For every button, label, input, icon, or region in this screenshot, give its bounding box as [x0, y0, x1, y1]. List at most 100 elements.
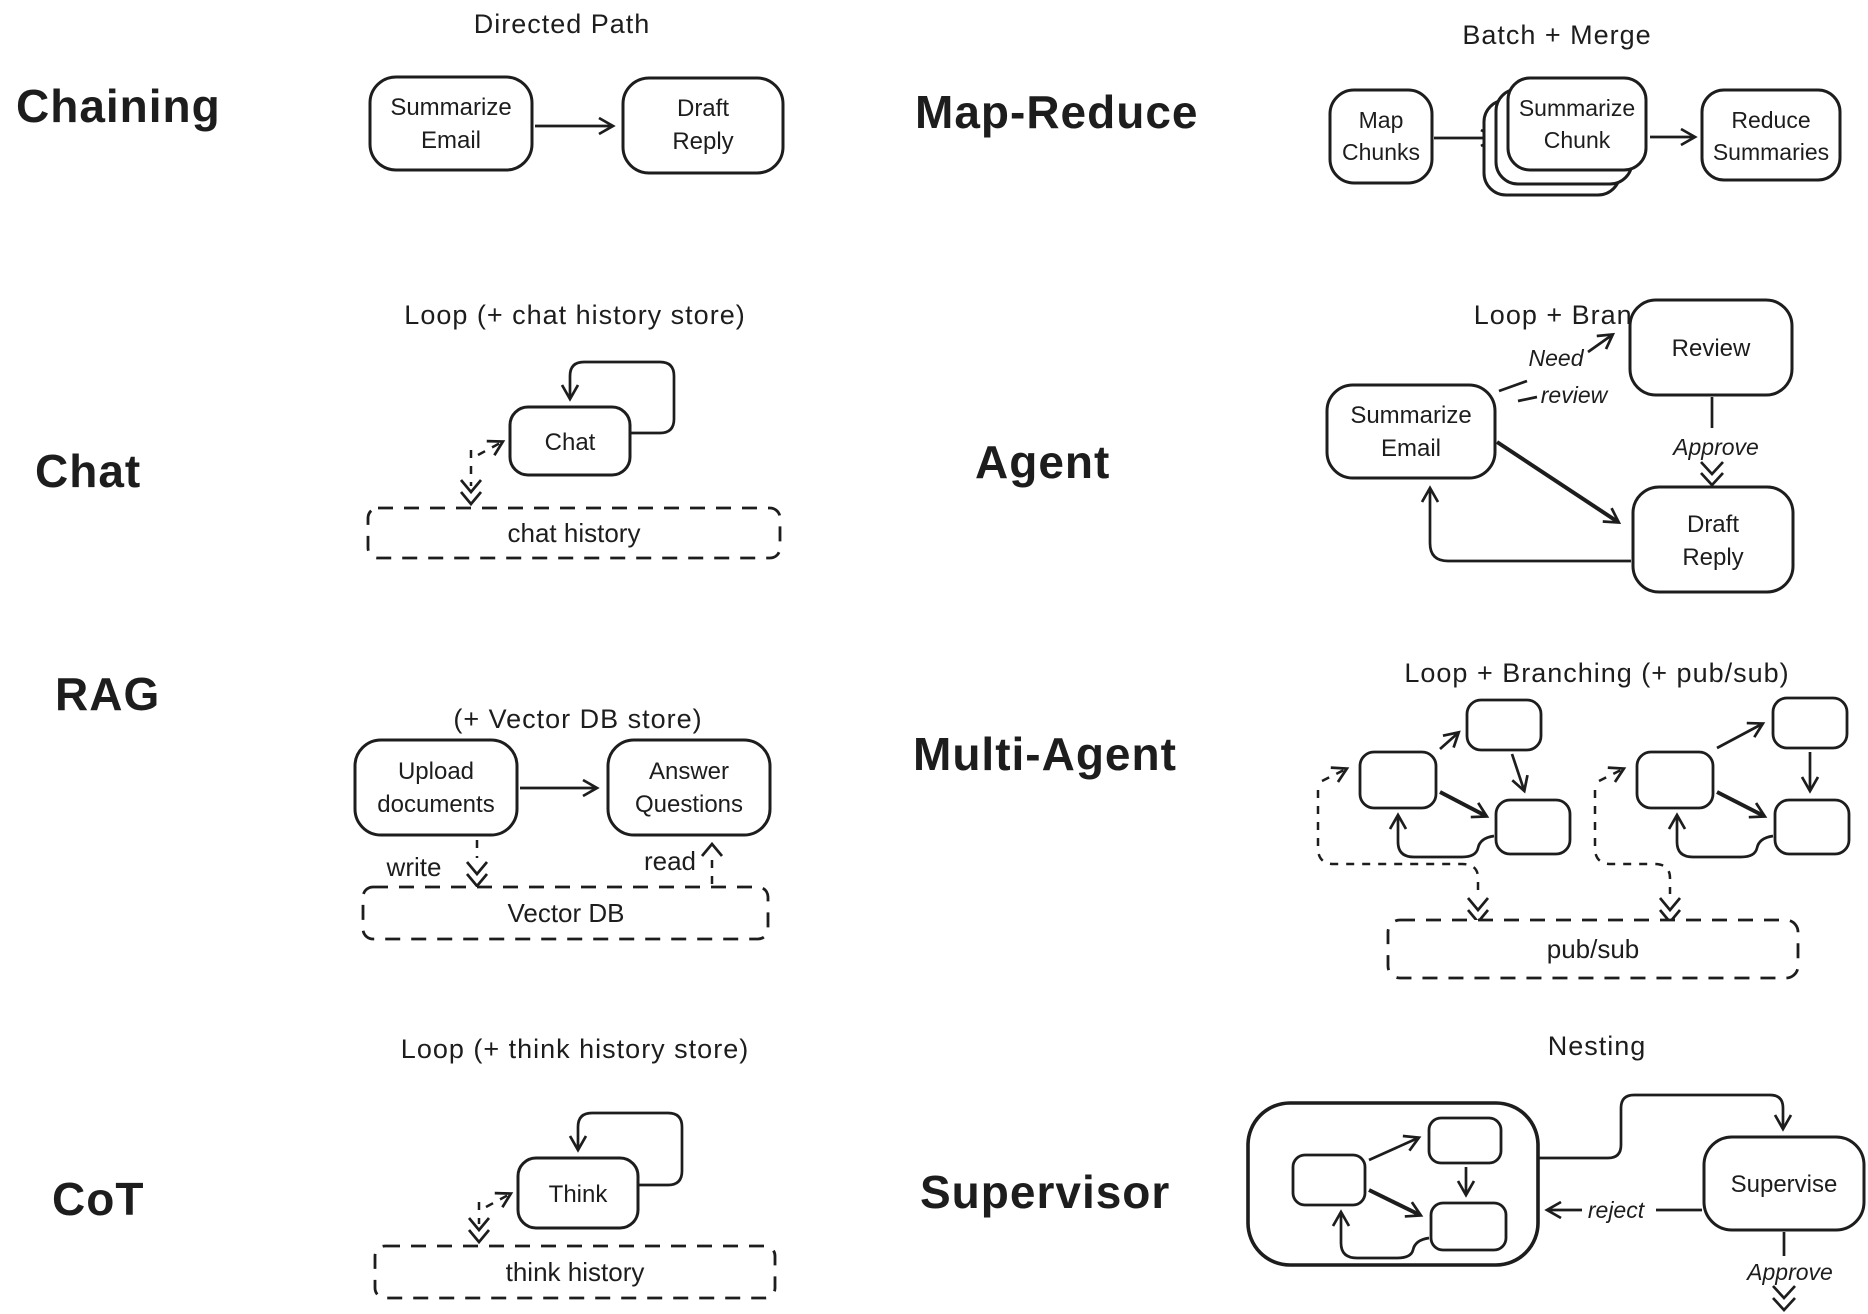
- cluster1-arrow-left-to-top: [1439, 730, 1461, 751]
- map-reduce-label: Map-Reduce: [915, 86, 1198, 138]
- map-reduce-section: Map-Reduce Batch + Merge Map Chunks Summ…: [915, 20, 1842, 197]
- arrow-summarize-to-draft-agent: [1495, 440, 1622, 525]
- think-node: [516, 1156, 640, 1230]
- map-chunks-node: [1328, 88, 1434, 185]
- supervisor-title: Nesting: [1548, 1031, 1647, 1061]
- agent-draft-reply-line2: Reply: [1682, 544, 1743, 571]
- need-review-label-line1: Need: [1529, 345, 1585, 371]
- chat-node: [508, 405, 632, 477]
- chat-store-write-chevron-2: [459, 491, 483, 507]
- arrow-draft-back-to-summarize: [1420, 485, 1631, 563]
- map-reduce-title: Batch + Merge: [1462, 20, 1651, 50]
- cot-section: CoT Loop (+ think history store) Think t…: [52, 1034, 777, 1300]
- chaining-label: Chaining: [16, 80, 221, 132]
- chat-history-store: [366, 506, 782, 560]
- supervise-node: [1702, 1135, 1866, 1232]
- cluster2-left-node: [1635, 750, 1715, 810]
- cluster1-pubsub-chevron-1: [1466, 897, 1490, 913]
- upload-documents-line1: Upload: [398, 758, 474, 785]
- cluster2-bottom-node: [1773, 798, 1851, 856]
- supervise-node-text: Supervise: [1731, 1171, 1838, 1198]
- cluster1-loop-back-arrow: [1388, 812, 1495, 859]
- think-node-text: Think: [549, 1181, 609, 1208]
- answer-questions-line1: Answer: [649, 758, 729, 785]
- summarize-chunk-node: [1506, 76, 1648, 172]
- think-store-write-chevron-1: [467, 1217, 491, 1233]
- multi-agent-label: Multi-Agent: [913, 728, 1177, 780]
- agent-label: Agent: [975, 436, 1110, 488]
- reduce-summaries-node: [1700, 88, 1842, 182]
- chat-store-write-chevron-1: [459, 479, 483, 495]
- nested-loop-back-arrow: [1331, 1209, 1430, 1260]
- rag-section: RAG (+ Vector DB store) Upload documents…: [55, 668, 772, 941]
- cluster1-bottom-node: [1494, 798, 1572, 856]
- cluster2-pubsub-line: [1593, 790, 1672, 894]
- chat-section: Chat Loop (+ chat history store) Chat ch…: [35, 300, 782, 560]
- multi-agent-section: Multi-Agent Loop + Branching (+ pub/sub): [913, 658, 1851, 980]
- approve-chevron-2: [1700, 472, 1724, 487]
- agent-review-node: [1628, 298, 1794, 397]
- agent-summarize-email-node: [1325, 383, 1497, 480]
- need-review-label-line2: review: [1541, 382, 1609, 408]
- answer-questions-node: [606, 738, 772, 837]
- nested-left-node: [1291, 1153, 1367, 1207]
- chat-self-loop-arrow: [560, 360, 676, 435]
- summarize-email-node: [368, 75, 534, 172]
- rag-label: RAG: [55, 668, 160, 720]
- approve-chevron-1: [1700, 461, 1724, 476]
- agent-summarize-email-line2: Email: [1381, 435, 1441, 462]
- think-store-read-arrow: [485, 1191, 514, 1209]
- vector-db-store-text: Vector DB: [507, 898, 624, 928]
- nested-top-node: [1427, 1116, 1503, 1165]
- reduce-summaries-line1: Reduce: [1731, 107, 1810, 133]
- supervisor-label: Supervisor: [920, 1166, 1170, 1218]
- cluster2-loop-back-arrow: [1667, 812, 1774, 859]
- chat-label: Chat: [35, 445, 141, 497]
- reduce-summaries-line2: Summaries: [1713, 139, 1829, 165]
- cot-title: Loop (+ think history store): [401, 1034, 749, 1064]
- chaining-section: Chaining Directed Path Summarize Email D…: [16, 9, 785, 175]
- upload-documents-line2: documents: [377, 791, 494, 818]
- cluster1-top-node: [1465, 698, 1543, 752]
- summarize-email-line2: Email: [421, 127, 481, 154]
- draft-reply-line2: Reply: [672, 128, 733, 155]
- multi-agent-cluster-1: [1316, 698, 1572, 925]
- map-chunks-line2: Chunks: [1342, 139, 1420, 165]
- multi-agent-cluster-2: [1593, 696, 1851, 925]
- agent-draft-reply-node: [1631, 485, 1795, 594]
- chat-title: Loop (+ chat history store): [404, 300, 745, 330]
- answer-questions-line2: Questions: [635, 791, 743, 818]
- supervisor-approve-chevron-2: [1772, 1297, 1796, 1312]
- think-store-write-chevron-2: [467, 1229, 491, 1245]
- chaining-title: Directed Path: [474, 9, 651, 39]
- write-label: write: [386, 852, 442, 882]
- agent-review-text: Review: [1672, 335, 1751, 362]
- need-review-arrow-dash: [1517, 395, 1538, 403]
- chat-node-text: Chat: [545, 429, 596, 456]
- think-history-store-text: think history: [506, 1257, 645, 1287]
- nested-arrow-left-to-bottom: [1368, 1188, 1424, 1218]
- draft-reply-node: [621, 76, 785, 175]
- agent-section: Agent Loop + Branching Review Summarize …: [975, 298, 1795, 594]
- draft-reply-line1: Draft: [677, 95, 729, 122]
- need-review-arrowhead: [1587, 332, 1616, 354]
- nested-bottom-node: [1429, 1201, 1508, 1252]
- think-history-store: [373, 1244, 777, 1300]
- approve-label: Approve: [1671, 434, 1759, 460]
- cluster2-arrow-left-to-top: [1716, 721, 1766, 750]
- cluster2-entry-arrow: [1598, 766, 1627, 783]
- cluster2-pubsub-chevron-1: [1658, 897, 1682, 913]
- need-review-arrow-stub: [1498, 379, 1528, 393]
- summarize-chunk-line2: Chunk: [1544, 127, 1611, 153]
- cluster2-arrow-left-to-bottom: [1716, 790, 1768, 819]
- chat-history-store-text: chat history: [508, 518, 641, 548]
- reject-label: reject: [1588, 1197, 1646, 1223]
- think-self-loop-arrow: [568, 1111, 684, 1187]
- cluster1-arrow-left-to-bottom: [1439, 790, 1490, 819]
- summarize-email-line1: Summarize: [390, 94, 511, 121]
- multi-agent-title: Loop + Branching (+ pub/sub): [1404, 658, 1789, 688]
- agent-draft-reply-line1: Draft: [1687, 511, 1739, 538]
